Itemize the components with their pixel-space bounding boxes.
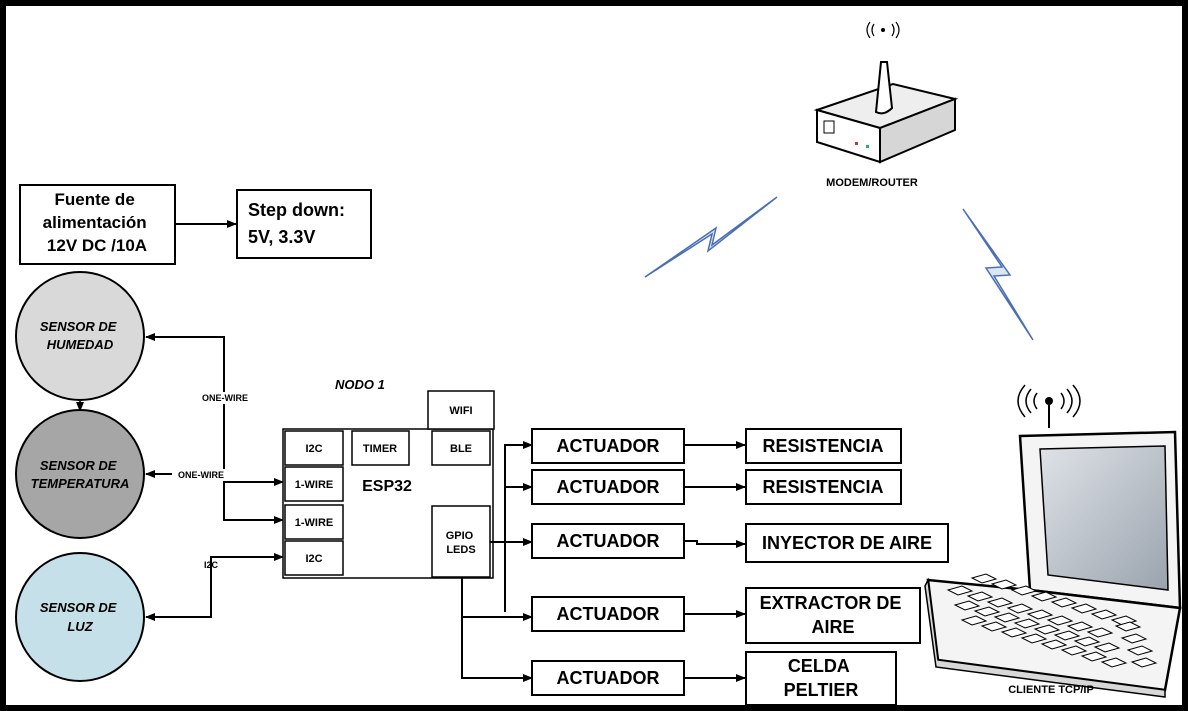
- actuator-label: ACTUADOR: [557, 531, 660, 551]
- temperature-sensor: [15, 409, 145, 539]
- ble-label: BLE: [450, 443, 472, 455]
- timer-block: [351, 430, 410, 466]
- i2c-top-block: [284, 430, 344, 466]
- actuator-box: [531, 660, 685, 696]
- actuator-row-1: ACTUADOR RESISTENCIA: [531, 428, 902, 464]
- onewire-block-b-label: 1-WIRE: [295, 517, 334, 529]
- onewire-block-a-label: 1-WIRE: [295, 479, 334, 491]
- ble-block: [431, 430, 491, 466]
- actuator-box: [531, 523, 685, 559]
- onewire-block-b: [284, 504, 344, 540]
- gpio-bus-4: [461, 577, 533, 621]
- gpio-label: GPIO LEDS: [446, 530, 477, 556]
- light-sensor-label: SENSOR DE LUZ: [40, 600, 120, 634]
- actuator-row-3: ACTUADOR INYECTOR DE AIRE: [531, 523, 949, 563]
- onewire-humidity-wire: [145, 333, 225, 482]
- load-box: [745, 523, 949, 563]
- node-title: NODO 1: [335, 377, 385, 392]
- load-label: INYECTOR DE AIRE: [762, 533, 932, 553]
- onewire-label-bg-2: [172, 469, 230, 481]
- lightning-left-icon: [644, 196, 778, 278]
- load-box: [745, 651, 897, 706]
- laptop-icon: [924, 384, 1182, 698]
- i2c-bottom-label: I2C: [305, 553, 322, 565]
- actuator-row-5: ACTUADOR CELDA PELTIER: [531, 651, 897, 706]
- temperature-sensor-label: SENSOR DE TEMPERATURA: [31, 458, 130, 491]
- stepdown-box: [236, 189, 372, 259]
- load-box: [745, 469, 902, 505]
- gpio-bus-5: [461, 612, 533, 682]
- power-source-label: Fuente de alimentación 12V DC /10A: [43, 190, 152, 255]
- load-label: CELDA PELTIER: [784, 656, 859, 700]
- actuator-box: [531, 469, 685, 505]
- client-label: CLIENTE TCP/IP: [1008, 684, 1094, 696]
- i2c-bottom-block: [284, 540, 344, 576]
- power-source-box: [19, 184, 176, 265]
- actuator-row-4: ACTUADOR EXTRACTOR DE AIRE: [531, 587, 921, 644]
- router-icon: [813, 21, 959, 164]
- onewire-label-bg: [196, 392, 254, 404]
- onewire-block-a: [284, 466, 344, 502]
- lightning-right-icon: [962, 208, 1034, 341]
- actuator-to-load-arrow: [684, 540, 746, 548]
- actuator-label: ACTUADOR: [557, 668, 660, 688]
- i2c-top-label: I2C: [305, 443, 322, 455]
- esp32-label: ESP32: [362, 478, 412, 495]
- wifi-label: WIFI: [449, 405, 472, 417]
- actuator-row-2: ACTUADOR RESISTENCIA: [531, 469, 902, 505]
- load-label: RESISTENCIA: [762, 436, 883, 456]
- i2c-label: I2C: [204, 560, 219, 570]
- onewire-label-2: ONE-WIRE: [178, 470, 224, 480]
- humidity-sensor-label: SENSOR DE HUMEDAD: [40, 319, 120, 352]
- router-label: MODEM/ROUTER: [826, 177, 918, 189]
- actuator-label: ACTUADOR: [557, 604, 660, 624]
- load-box: [745, 587, 921, 644]
- onewire-to-node-b: [223, 482, 284, 524]
- gpio-bus-vertical: [504, 441, 533, 612]
- humidity-sensor: [15, 271, 145, 401]
- load-label: EXTRACTOR DE AIRE: [760, 593, 907, 637]
- actuator-label: ACTUADOR: [557, 477, 660, 497]
- wifi-block: [427, 390, 495, 430]
- load-label: RESISTENCIA: [762, 477, 883, 497]
- actuator-box: [531, 428, 685, 464]
- gpio-block: [431, 505, 491, 578]
- load-box: [745, 428, 902, 464]
- timer-label: TIMER: [363, 443, 397, 455]
- onewire-label-1: ONE-WIRE: [202, 393, 248, 403]
- stepdown-label: Step down: 5V, 3.3V: [248, 200, 350, 247]
- actuator-label: ACTUADOR: [557, 436, 660, 456]
- light-sensor: [15, 552, 145, 682]
